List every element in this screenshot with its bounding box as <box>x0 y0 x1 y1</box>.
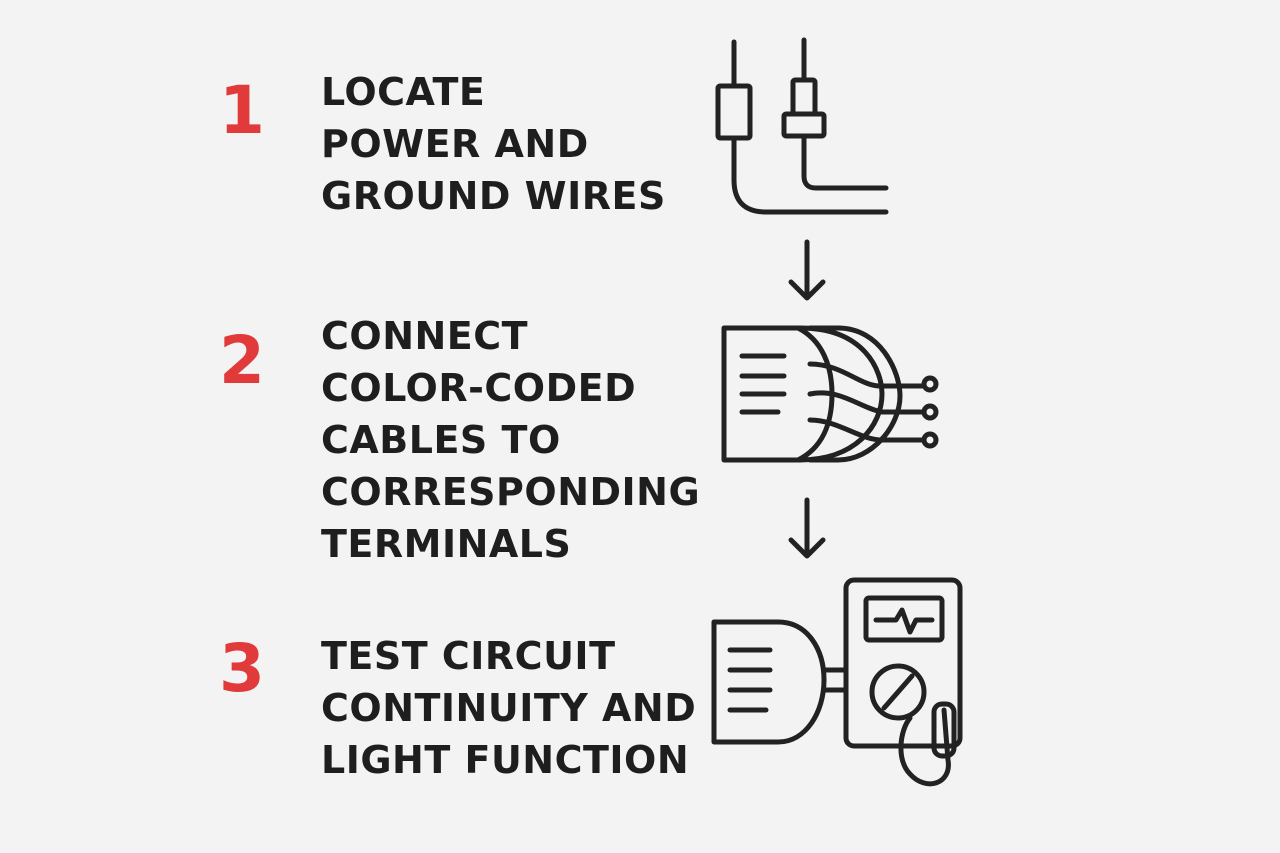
step-2-line-3: CABLES TO <box>321 418 561 462</box>
connector-icon <box>721 325 939 463</box>
step-3-number: 3 <box>219 630 265 707</box>
step-2-number: 2 <box>219 322 265 399</box>
step-3-line-1: TEST CIRCUIT <box>321 634 616 678</box>
step-1-number: 1 <box>219 72 265 149</box>
step-1-text: LOCATE POWER AND GROUND WIRES <box>321 66 666 222</box>
multimeter-icon <box>711 577 963 787</box>
step-1-line-3: GROUND WIRES <box>321 174 666 218</box>
step-3-line-3: LIGHT FUNCTION <box>321 738 690 782</box>
plug-icon <box>711 619 849 745</box>
step-2-line-2: COLOR-CODED <box>321 366 637 410</box>
connector-icon-strokes <box>721 325 939 463</box>
step-2-text: CONNECT COLOR-CODED CABLES TO CORRESPOND… <box>321 310 700 570</box>
step-2-line-1: CONNECT <box>321 314 529 358</box>
arrow-down-icon <box>788 239 826 301</box>
step-1-line-1: LOCATE <box>321 70 486 114</box>
step-2-line-4: CORRESPONDING <box>321 470 701 514</box>
wires-icon-strokes <box>715 37 889 215</box>
arrow-down-icon <box>788 497 826 559</box>
step-3-text: TEST CIRCUIT CONTINUITY AND LIGHT FUNCTI… <box>321 630 696 786</box>
wires-icon <box>715 37 889 215</box>
step-3-line-2: CONTINUITY AND <box>321 686 697 730</box>
step-1-line-2: POWER AND <box>321 122 589 166</box>
meter-body <box>843 577 963 787</box>
step-2-line-5: TERMINALS <box>321 522 572 566</box>
